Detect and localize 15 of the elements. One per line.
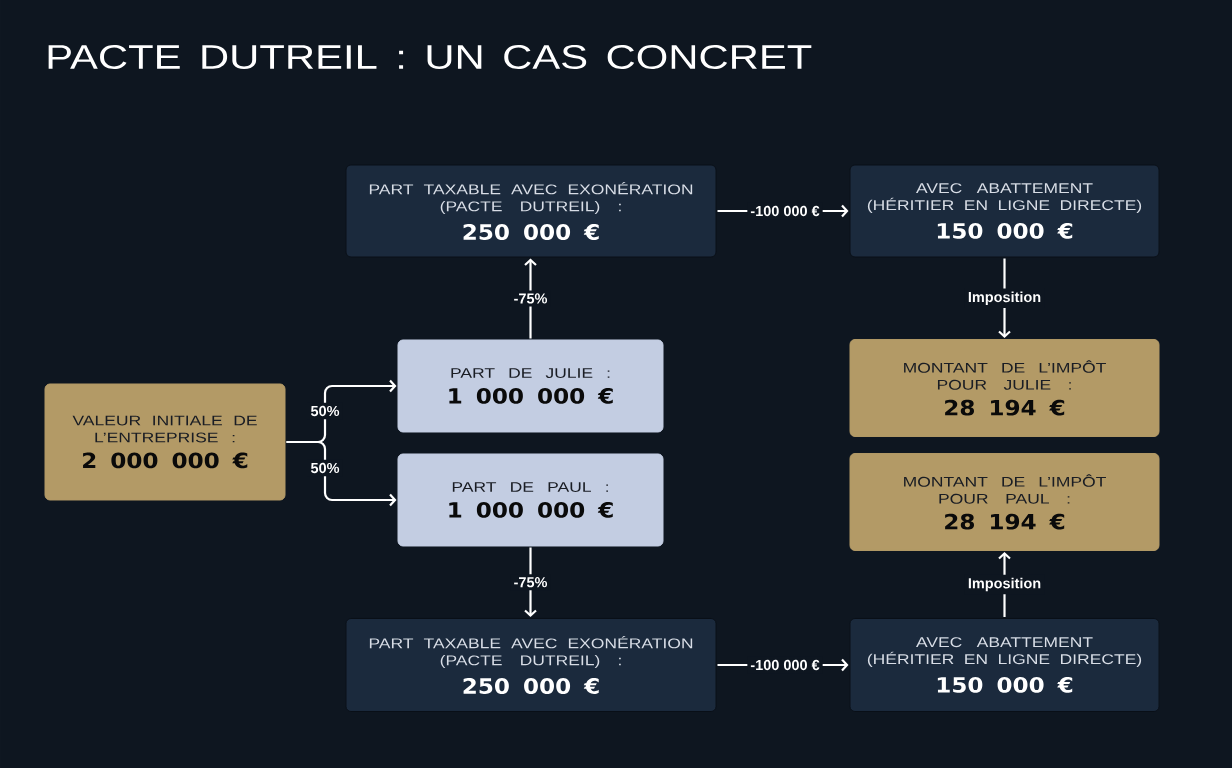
edge-label: -75% — [510, 574, 551, 591]
arrow — [286, 440, 397, 507]
edge-label: Imposition — [964, 288, 1045, 308]
value-box: AVEC ABATTEMENT (HÉRITIER EN LIGNE DIRECTE) 150 000 € — [849, 164, 1160, 258]
value-box: PART DE JULIE : 1 000 000 € — [397, 339, 664, 433]
value-box: AVEC ABATTEMENT (HÉRITIER EN LIGNE DIRECTE) 150 000 € — [849, 618, 1160, 712]
value-box: PART DE PAUL : 1 000 000 € — [397, 453, 664, 547]
value-box: MONTANT DE L’IMPÔT POUR PAUL : 28 194 € — [849, 453, 1160, 551]
arrow — [524, 547, 537, 617]
value-box: MONTANT DE L’IMPÔT POUR JULIE : 28 194 € — [849, 339, 1160, 437]
value-box: PART TAXABLE AVEC EXONÉRATION (PACTE DUTREIL) : 250 000 € — [345, 618, 717, 712]
edge-label: -75% — [510, 290, 551, 307]
title: PACTE DUTREIL : UN CAS CONCRET — [48, 44, 812, 70]
value-box: PART TAXABLE AVEC EXONÉRATION (PACTE DUTREIL) : 250 000 € — [345, 164, 717, 258]
value-box: VALEUR INITIALE DE L’ENTREPRISE : 2 000 000 € — [44, 383, 286, 501]
